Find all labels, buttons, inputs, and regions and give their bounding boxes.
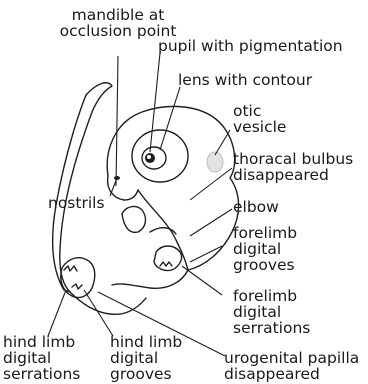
leader-hindlimb-serrations <box>48 290 66 336</box>
leader-elbow <box>190 209 232 236</box>
label-lens: lens with contour <box>178 72 312 88</box>
leader-mandible <box>116 56 118 186</box>
leader-lens <box>160 87 180 150</box>
label-pupil: pupil with pigmentation <box>158 38 343 54</box>
label-thoracal-bulbus: thoracal bulbus disappeared <box>233 151 353 183</box>
label-forelimb-serrations: forelimb digital serrations <box>233 288 310 336</box>
label-hindlimb-grooves: hind limb digital grooves <box>110 334 182 382</box>
label-mandible: mandible at occlusion point <box>58 7 178 39</box>
embryo-tail <box>53 83 112 292</box>
leader-otic <box>215 130 230 155</box>
label-urogenital-papilla: urogenital papilla disappeared <box>224 350 359 382</box>
forelimb-lower <box>154 246 182 271</box>
label-forelimb-grooves: forelimb digital grooves <box>233 225 297 273</box>
label-otic-vesicle: otic vesicle <box>233 103 286 135</box>
leader-forelimb-grooves <box>190 246 222 262</box>
leader-pupil <box>150 53 160 152</box>
eye-pupil-highlight <box>147 155 151 159</box>
embryo-head <box>107 106 238 270</box>
eye-outer <box>132 130 188 182</box>
hind-limb-serration <box>64 266 82 289</box>
leader-forelimb-serrations <box>182 266 222 295</box>
forelimb-upper <box>122 207 145 233</box>
label-hindlimb-serrations: hind limb digital serrations <box>3 334 80 382</box>
label-nostrils: nostrils <box>48 195 105 211</box>
leader-thoracal <box>190 168 232 200</box>
forelimb-serration <box>160 262 172 266</box>
embryo-snout <box>108 176 138 200</box>
label-elbow: elbow <box>233 199 279 215</box>
embryo-body <box>112 190 188 288</box>
leader-nostrils <box>110 178 117 196</box>
